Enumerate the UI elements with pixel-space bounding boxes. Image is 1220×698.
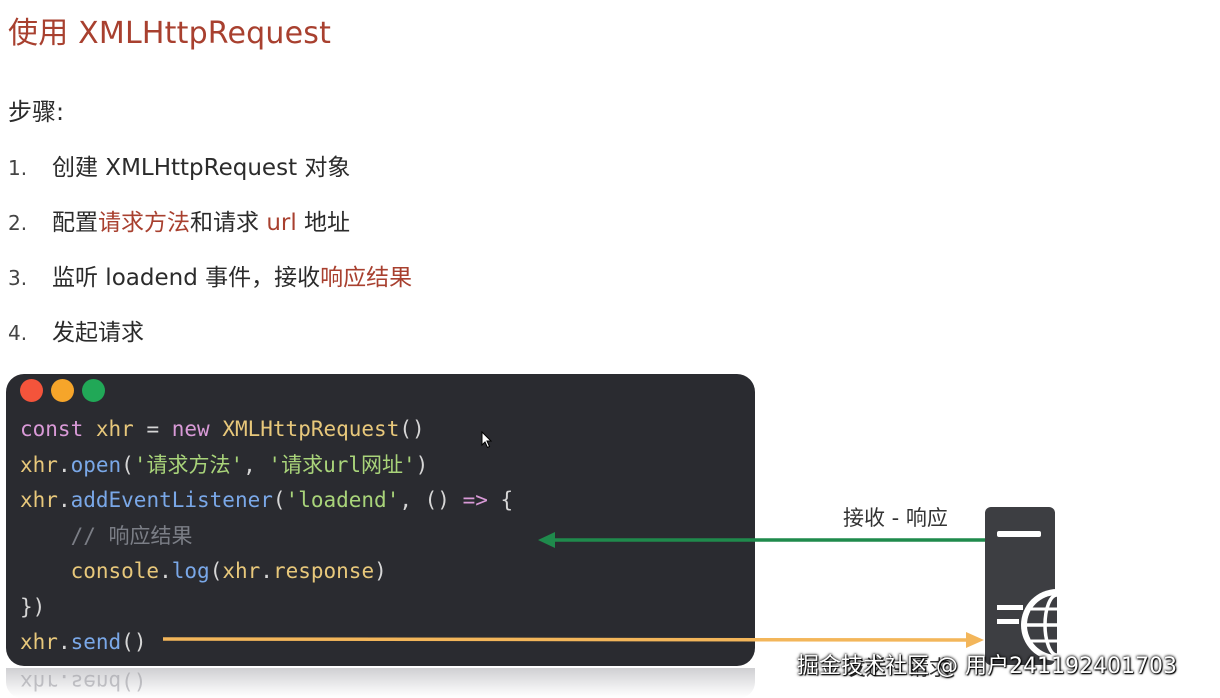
step-text: 发起请求 (52, 320, 144, 346)
window-controls (20, 379, 105, 402)
code-token: console (70, 559, 160, 583)
step-text: 和请求 (190, 210, 267, 236)
code-token: . (57, 488, 71, 512)
code-token: . (260, 559, 273, 583)
code-line: xhr.send() (20, 625, 513, 661)
code-token: ( (209, 559, 223, 583)
response-arrow (538, 532, 985, 548)
code-token: }) (20, 594, 46, 619)
mouse-cursor-icon (481, 431, 493, 449)
step-number: 4. (8, 321, 28, 345)
step-item: 2. 配置请求方法和请求 url 地址 (8, 203, 350, 237)
code-token: . (57, 452, 71, 477)
step-text: 监听 loadend 事件，接收 (52, 265, 321, 291)
watermark: 掘金技术社区 @ 用户241192401703 (797, 654, 1177, 679)
code-token: . (57, 630, 71, 654)
code-line: const xhr = new XMLHttpRequest() (20, 412, 513, 448)
code-token: response (272, 559, 375, 583)
step-item: 3. 监听 loadend 事件，接收响应结果 (8, 258, 412, 292)
code-token: = (133, 417, 172, 441)
code-token: ) (415, 452, 429, 477)
code-token: const (20, 417, 84, 441)
request-arrow (162, 632, 984, 648)
code-token: xhr (222, 559, 261, 583)
code-token: 'loadend' (285, 488, 400, 512)
step-number: 3. (8, 266, 28, 290)
code-token: , () (399, 488, 463, 512)
maximize-dot-icon (82, 379, 105, 402)
code-block: const xhr = new XMLHttpRequest()xhr.open… (20, 412, 513, 661)
code-token: xhr (95, 417, 134, 441)
step-number: 1. (8, 156, 28, 180)
step-highlight-text: 响应结果 (320, 265, 413, 291)
code-token: '请求方法' (133, 452, 244, 477)
code-token: () (121, 630, 147, 654)
code-token: log (171, 559, 210, 583)
step-highlight-text: url (266, 210, 297, 236)
code-token: open (70, 452, 122, 477)
code-token: () (399, 417, 425, 441)
code-token: { (487, 488, 514, 512)
step-text: 配置 (52, 210, 98, 236)
step-item: 1. 创建 XMLHttpRequest 对象 (8, 148, 350, 182)
step-text: 创建 XMLHttpRequest 对象 (52, 155, 351, 181)
code-token: ) (374, 559, 387, 583)
code-token: new (171, 417, 210, 441)
step-number: 2. (8, 211, 28, 235)
code-reflection: xhr.send() (6, 668, 755, 698)
code-token: '请求url网址' (268, 452, 416, 477)
server-globe-icon (985, 507, 1057, 665)
code-line: }) (20, 590, 513, 626)
code-token: . (159, 559, 172, 583)
close-dot-icon (20, 379, 43, 402)
request-label: 发送 - 请求 (845, 656, 950, 680)
steps-heading: 步骤: (8, 98, 65, 126)
code-line: xhr.addEventListener('loadend', () => { (20, 483, 513, 519)
code-token: send (70, 630, 122, 654)
code-token: => (462, 488, 488, 512)
step-item: 4. 发起请求 (8, 313, 144, 347)
code-token: // 响应结果 (70, 523, 193, 548)
response-label: 接收 - 响应 (843, 506, 948, 530)
code-token: xhr (20, 452, 58, 477)
step-highlight-text: 请求方法 (98, 210, 190, 236)
code-token: ( (121, 452, 134, 477)
code-token: xhr (20, 630, 58, 654)
code-line: // 响应结果 (20, 519, 513, 555)
code-token: addEventListener (70, 488, 273, 512)
code-token: XMLHttpRequest (222, 417, 400, 441)
code-token: , (243, 452, 269, 477)
code-token: xhr (20, 488, 58, 512)
code-line: xhr.open('请求方法', '请求url网址') (20, 448, 513, 484)
code-line: console.log(xhr.response) (20, 554, 513, 590)
code-token: ( (272, 488, 286, 512)
step-text: 地址 (296, 210, 351, 236)
minimize-dot-icon (51, 379, 74, 402)
code-window: const xhr = new XMLHttpRequest()xhr.open… (6, 374, 755, 666)
page-title: 使用 XMLHttpRequest (8, 16, 332, 51)
